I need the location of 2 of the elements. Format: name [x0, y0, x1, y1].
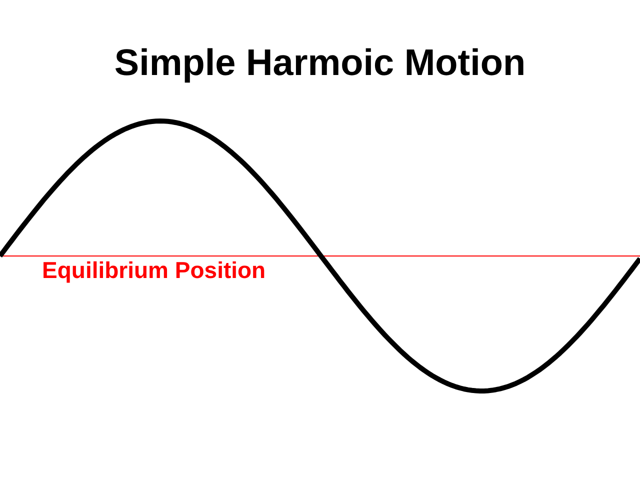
equilibrium-label: Equilibrium Position: [42, 257, 266, 283]
title: Simple Harmoic Motion: [114, 42, 526, 84]
